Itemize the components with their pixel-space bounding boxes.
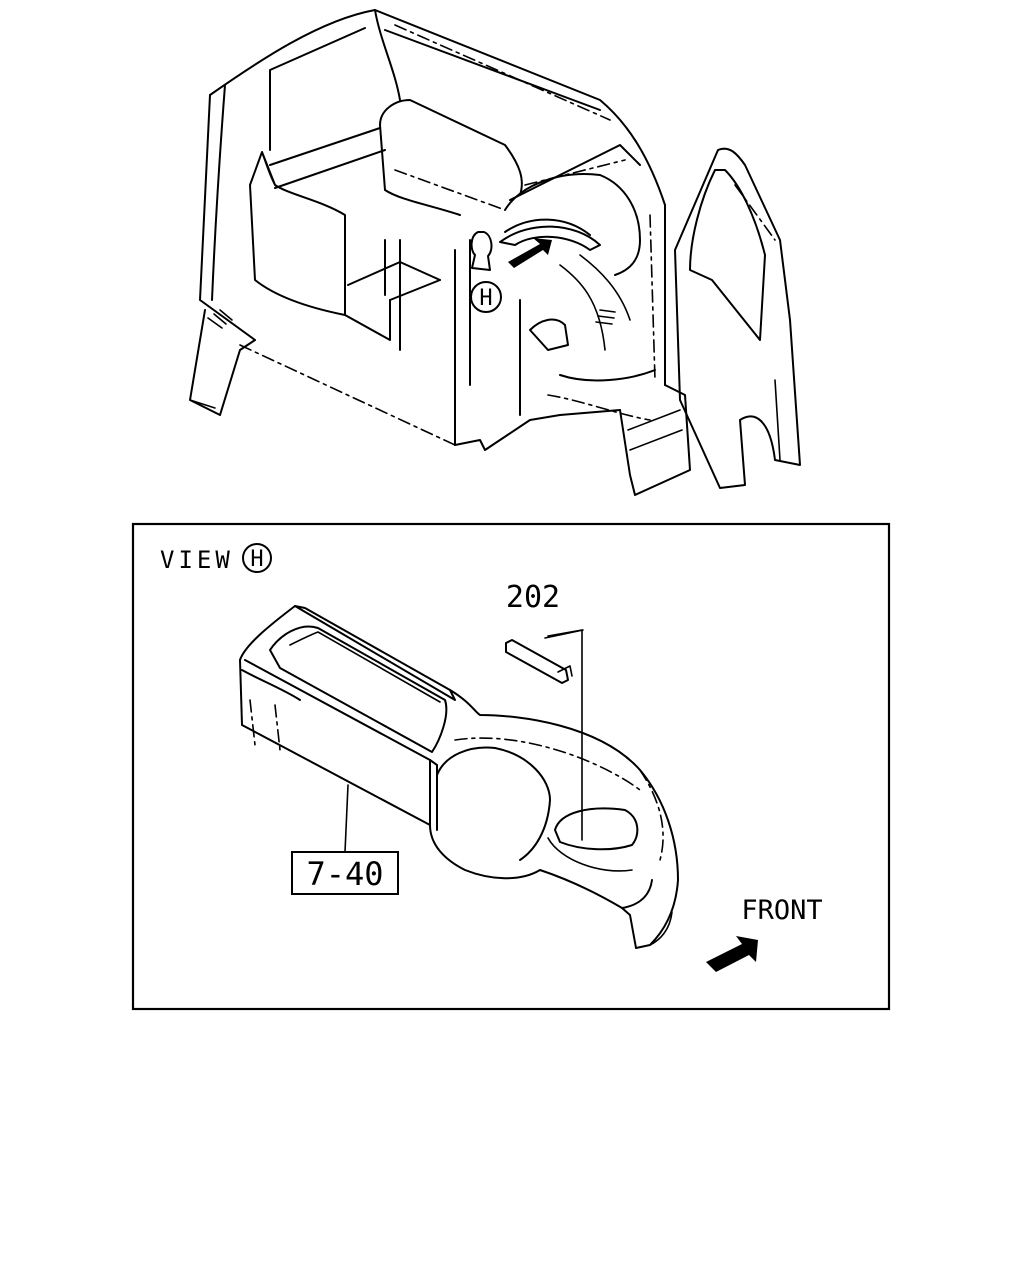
view-h-title-letter: H: [250, 547, 263, 572]
part-ref-7-40-box: [291, 851, 399, 895]
front-label: FRONT: [741, 895, 822, 926]
part-number-202: 202: [506, 580, 560, 615]
view-direction-arrow: [508, 238, 552, 268]
part-202-leader: [547, 629, 583, 841]
part-202-clip: [505, 639, 569, 684]
part-ref-7-40: 7-40: [306, 855, 383, 893]
cab-overview-illustration: H: [189, 9, 801, 496]
view-h-title: VIEW: [160, 546, 234, 574]
part-7-40-leader: [344, 784, 349, 853]
view-h-callout-circle: [470, 281, 502, 313]
view-h-title-circle: [242, 543, 272, 573]
view-h-callout-letter: H: [479, 286, 492, 311]
front-direction-arrow: [706, 936, 758, 972]
view-h-detail-frame: [131, 522, 891, 1011]
console-tray-7-40: [239, 605, 679, 949]
